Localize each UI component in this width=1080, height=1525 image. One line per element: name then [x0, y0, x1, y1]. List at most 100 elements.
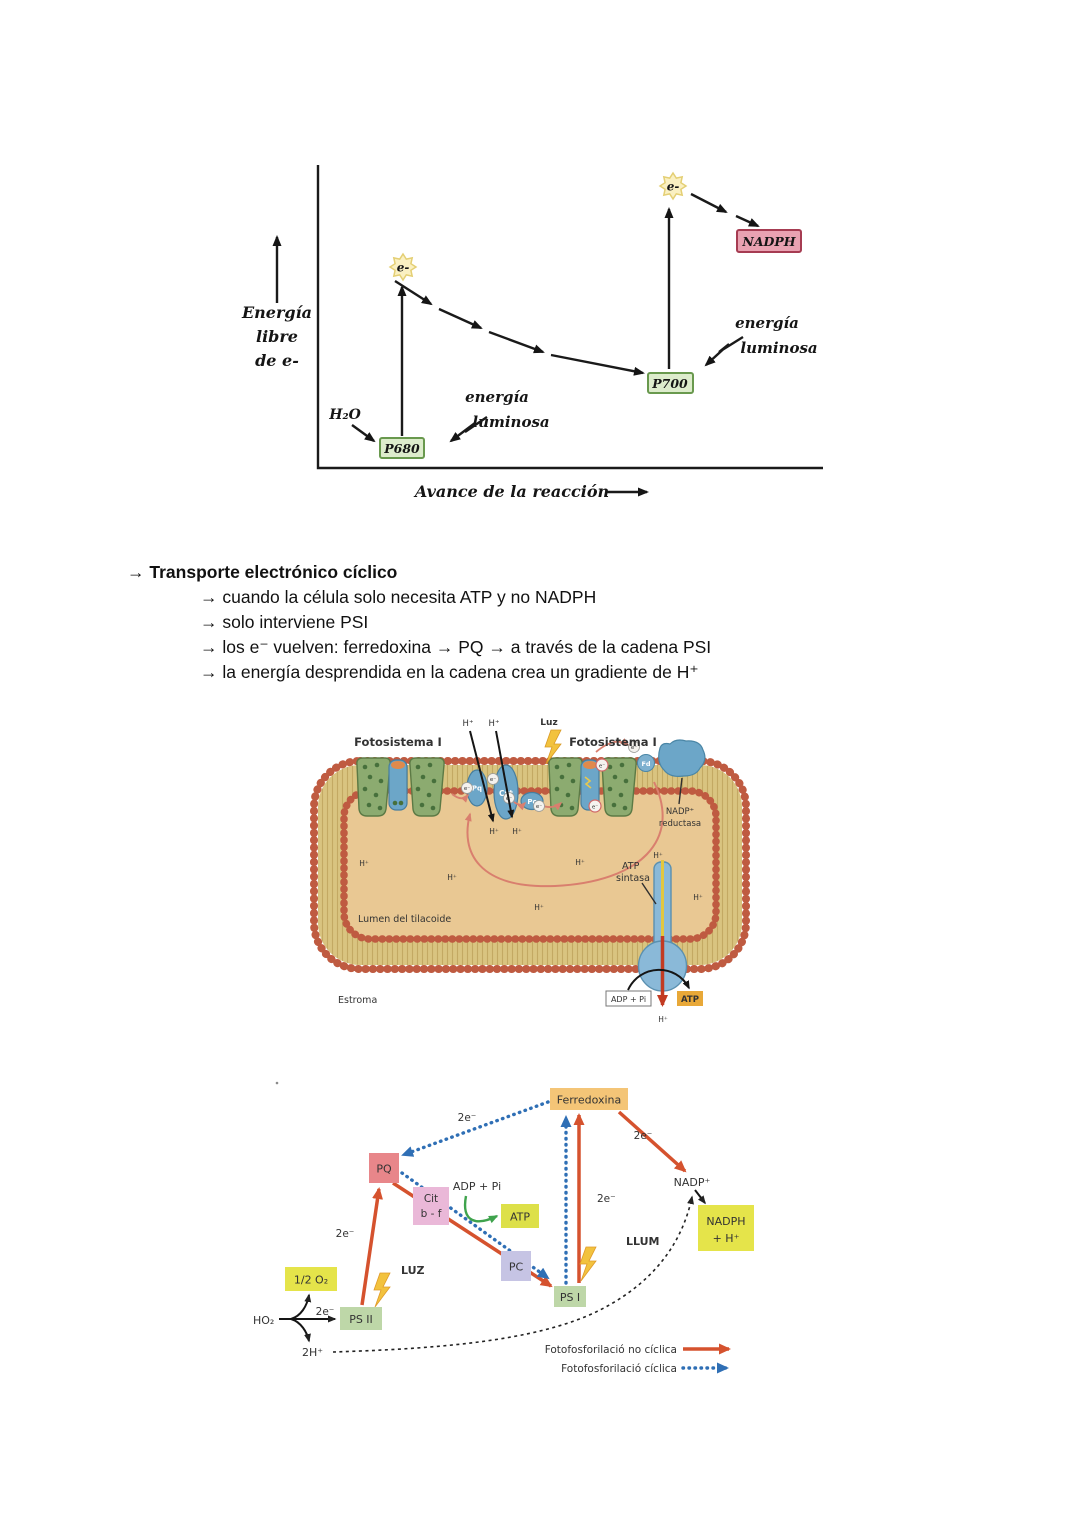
atp-formation-arrow — [463, 1195, 499, 1224]
nadp-reductase-label: reductasa — [659, 819, 701, 829]
ferredoxin-fd: Fd — [637, 754, 655, 772]
nadp-reductase-label: NADP⁺ — [666, 807, 694, 817]
h2o-arrow — [351, 424, 376, 443]
adp-pi-label: ADP + Pi — [453, 1180, 501, 1193]
nadp-to-nadph-arrow — [694, 1189, 706, 1205]
nadph-box: NADPH — [736, 229, 802, 253]
electron-starburst-2: e- — [658, 171, 688, 201]
nadph-label: NADPH — [741, 234, 796, 249]
photosystem-right: e⁻ e⁻ — [548, 757, 637, 817]
electron-to-nadph-arrows — [690, 192, 760, 228]
two-e-label: 2e⁻ — [597, 1193, 616, 1205]
h-plus-label: H⁺ — [489, 827, 499, 836]
atp-label: ATP — [681, 995, 699, 1005]
water-splitting-arrows — [279, 1293, 337, 1343]
electron-marker: e⁻ — [631, 745, 637, 751]
notes-heading: → Transporte electrónico cíclico — [127, 560, 827, 585]
two-e-labels: 2e⁻ 2e⁻ 2e⁻ 2e⁻ 2e⁻ — [316, 1112, 653, 1318]
light-energy-arrow-1 — [449, 416, 488, 443]
ps2-label: PS II — [349, 1313, 373, 1326]
stroma-label: Estroma — [338, 995, 377, 1006]
cit-label: b - f — [421, 1208, 442, 1220]
proton-path-dashed-arrow — [332, 1195, 694, 1353]
electron-marker: e⁻ — [464, 786, 470, 792]
luz-label: LUZ — [401, 1264, 425, 1277]
pq-label: PQ — [376, 1163, 392, 1176]
electron-marker: e⁻ — [592, 804, 598, 810]
adp-pi-box: ADP + Pi — [605, 990, 652, 1007]
atp-label: ATP — [510, 1211, 530, 1224]
light-energy-label-1: energía — [465, 388, 529, 406]
free-electron-markers: e⁻ e⁻ e⁻ e⁻ e⁻ — [461, 741, 640, 812]
nadph-label: + H⁺ — [713, 1232, 740, 1245]
pc-label: PC — [509, 1261, 524, 1274]
atp-box: ATP — [501, 1204, 539, 1228]
pq-box: PQ — [369, 1153, 399, 1183]
p700-box: P700 — [647, 372, 694, 394]
nadph-label: NADPH — [706, 1215, 745, 1228]
stray-dot — [275, 1081, 279, 1085]
nadp-label: NADP⁺ — [674, 1176, 711, 1189]
two-e-label: 2e⁻ — [458, 1112, 477, 1124]
pq-label: Pq — [472, 785, 482, 793]
ferredoxina-box: Ferredoxina — [550, 1088, 628, 1110]
nadp-reductase: NADP⁺ reductasa — [658, 739, 706, 829]
light-energy-label-2: energía — [735, 314, 799, 332]
ps2-box: PS II — [340, 1307, 382, 1330]
lightning-icon — [373, 1272, 391, 1308]
h2o-label: H₂O — [328, 407, 361, 423]
h-plus-label: H⁺ — [447, 873, 457, 882]
cit-label: Cit — [424, 1193, 438, 1205]
ps1-label: PS I — [560, 1291, 580, 1304]
electron-transport-chain-arrows — [394, 279, 645, 376]
h-plus-label: H⁺ — [489, 719, 500, 729]
oxygen-box: 1/2 O₂ — [285, 1267, 337, 1291]
two-e-label: 2e⁻ — [634, 1130, 653, 1142]
ho2-label: HO₂ — [253, 1314, 274, 1327]
p680-box: P680 — [379, 437, 425, 459]
photophosphorylation-diagram: Ferredoxina PQ Cit b - f ATP PC PS I PS … — [253, 1081, 754, 1375]
lightning-icon — [579, 1246, 597, 1282]
electron-label: e- — [667, 180, 680, 194]
h-plus-label: H⁺ — [658, 1015, 668, 1024]
h-plus-label: H⁺ — [653, 851, 663, 860]
llum-label: LLUM — [626, 1235, 660, 1248]
adp-pi-label: ADP + Pi — [611, 995, 646, 1004]
electron-starburst-1: e- — [388, 252, 418, 282]
p680-label: P680 — [383, 441, 420, 456]
photosystem-left — [356, 757, 445, 817]
atp-box: ATP — [677, 991, 703, 1006]
light-energy-label-1: luminosa — [472, 413, 549, 431]
note-item: → los e⁻ vuelven: ferredoxina → PQ → a t… — [200, 637, 712, 657]
ferredoxina-label: Ferredoxina — [557, 1094, 622, 1107]
y-axis-label: Energía — [241, 303, 312, 322]
nadph-box: NADPH + H⁺ — [698, 1205, 754, 1251]
notes-heading-text: Transporte electrónico cíclico — [149, 562, 398, 582]
legend-noncyclic-label: Fotofosforilació no cíclica — [545, 1344, 677, 1356]
legend-cyclic-label: Fotofosforilació cíclica — [561, 1363, 677, 1375]
note-item: → la energía desprendida en la cadena cr… — [200, 662, 699, 682]
lightning-icon — [544, 729, 562, 765]
proton-pumping: H⁺ H⁺ H⁺ H⁺ — [463, 719, 522, 836]
h-plus-label: H⁺ — [575, 858, 585, 867]
axes — [316, 165, 823, 470]
note-item: → solo interviene PSI — [200, 612, 369, 632]
electron-marker: e⁻ — [599, 763, 605, 769]
h-plus-label: H⁺ — [512, 827, 522, 836]
electron-marker: e⁻ — [490, 777, 496, 783]
light-energy-arrow-2 — [704, 335, 744, 367]
h-plus-scatter: H⁺ H⁺ H⁺ H⁺ H⁺ H⁺ H⁺ — [359, 851, 703, 1024]
photosystem-right-title: Fotosistema I — [569, 735, 657, 749]
legend: Fotofosforilació no cíclica Fotofosforil… — [545, 1343, 731, 1375]
electron-label: e- — [397, 261, 410, 275]
luz-label: Luz — [540, 718, 557, 728]
electron-marker: e⁻ — [536, 804, 542, 810]
two-e-label: 2e⁻ — [316, 1306, 335, 1318]
note-item: → cuando la célula solo necesita ATP y n… — [200, 587, 597, 607]
atp-synthase-label: sintasa — [616, 873, 650, 884]
energy-diagram: Energía libre de e- Avance de la reacció… — [241, 165, 823, 501]
atp-synthase: ATP sintasa — [616, 860, 688, 1007]
cyclic-electron-loop-arrow — [464, 781, 664, 888]
h-plus-label: H⁺ — [693, 893, 703, 902]
